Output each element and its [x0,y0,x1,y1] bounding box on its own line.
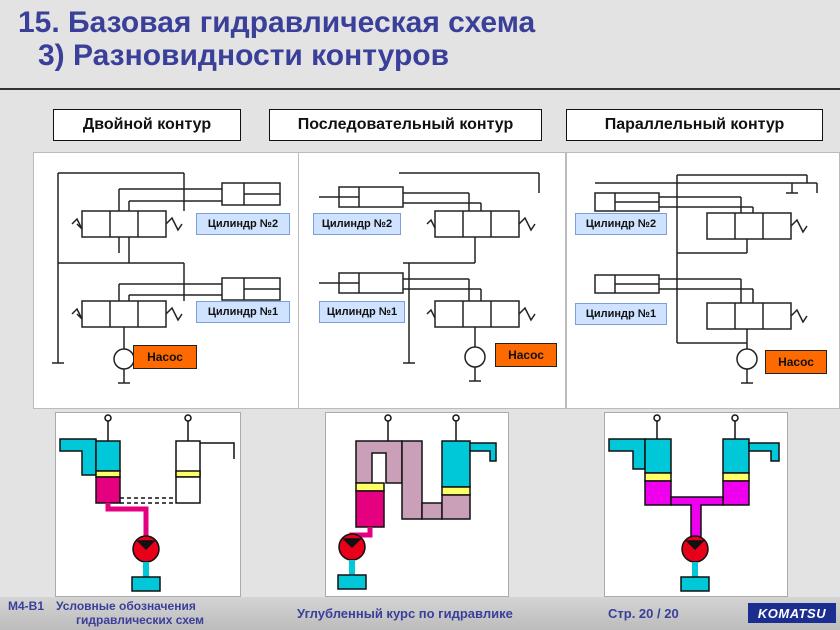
cylinder-left-bottom [644,480,672,506]
pump-label: Насос [495,343,557,367]
piston-left [95,470,121,478]
tank [337,574,367,590]
parallel-supply-line [670,496,724,542]
valve-2 [81,210,167,238]
hold-circuit-top [355,440,403,484]
pump-label: Насос [133,345,197,369]
parallel-circuit-title: Параллельный контур [566,109,823,141]
cylinder-left-top [644,438,672,474]
valve-1 [81,300,167,328]
pump-symbol [736,348,758,370]
double-circuit-schematic: Цилиндр №2 Цилиндр №1 Насос [33,152,299,409]
parallel-circuit-flow-diagram [604,412,788,597]
page-title: 15. Базовая гидравлическая схема 3) Разн… [18,6,535,72]
return-line-right [469,442,497,462]
valve-2 [706,212,792,240]
module-description-line-1: Условные обозначения [56,599,196,613]
series-flow-art [337,414,497,590]
cylinder-right-top [722,438,750,474]
series-circuit-title: Последовательный контур [269,109,542,141]
cylinder-2-label: Цилиндр №2 [196,213,290,235]
valve-2 [434,210,520,238]
pump-label: Насос [765,350,827,374]
cylinder-left-bottom [95,476,121,504]
module-description-line-2: гидравлических схем [76,613,205,627]
cylinder-right-bottom [722,480,750,506]
piston-left [644,472,672,482]
double-flow-art [59,414,235,592]
cylinder-right-top [441,440,471,488]
return-line-left [59,438,97,476]
valve-1 [706,302,792,330]
cylinder-2-label: Цилиндр №2 [313,213,401,235]
course-title: Углубленный курс по гидравлике [297,606,513,621]
valve-1 [434,300,520,328]
title-divider [0,88,840,90]
series-circuit-schematic: Цилиндр №2 Цилиндр №1 Насос [298,152,566,409]
parallel-circuit-schematic: Цилиндр №2 Цилиндр №1 Насос [566,152,840,409]
piston-right [722,472,750,482]
series-circuit-flow-diagram [325,412,509,597]
double-circuit-flow-diagram [55,412,241,597]
tank [680,576,710,592]
cylinder-right-bottom [175,476,201,504]
double-circuit-title: Двойной контур [53,109,241,141]
cylinder-left-top [95,440,121,472]
cylinder-1-label: Цилиндр №1 [196,301,290,323]
cylinder-left-bottom [355,490,385,528]
parallel-circuit-lines [594,174,818,384]
footer-bar: M4-B1 Условные обозначения гидравлически… [0,597,840,630]
return-line-left [608,438,646,470]
piston-right [441,486,471,496]
tank [131,576,161,592]
cylinder-right-bottom [441,494,471,520]
cylinder-right-top [175,440,201,476]
cylinder-1-label: Цилиндр №1 [319,301,405,323]
piston-left [355,482,385,492]
title-line-1: 15. Базовая гидравлическая схема [18,6,536,39]
pump-symbol [113,348,135,370]
module-description: Условные обозначения гидравлических схем [56,599,204,627]
double-circuit-lines [52,172,281,384]
cylinder-2-label: Цилиндр №2 [575,213,667,235]
return-line-right [748,442,780,462]
pump-symbol [464,346,486,368]
page-number: Стр. 20 / 20 [608,606,679,621]
parallel-flow-art [608,414,780,592]
komatsu-logo: KOMATSU [748,603,836,623]
cylinder-1-label: Цилиндр №1 [575,303,667,325]
series-circuit-lines [319,172,540,382]
module-code: M4-B1 [8,599,45,613]
title-line-2: 3) Разновидности контуров [38,39,450,72]
piston-right [175,470,201,478]
